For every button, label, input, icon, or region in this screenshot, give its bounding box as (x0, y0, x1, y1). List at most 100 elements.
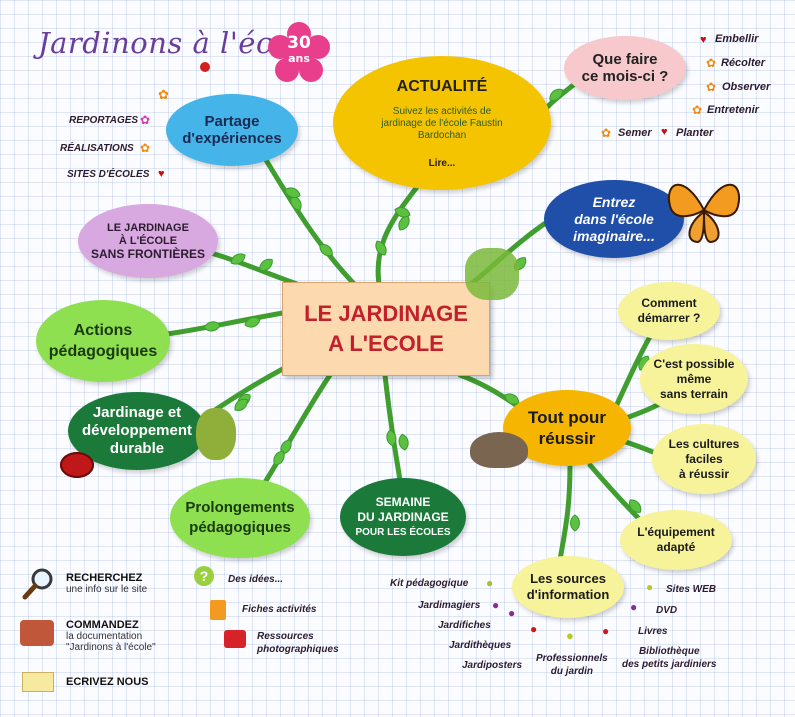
flower-icon: ✿ (706, 80, 717, 94)
grape-icon: ● (508, 606, 516, 620)
apple-icon: ● (602, 624, 610, 638)
photos-line2: photographiques (257, 644, 339, 655)
actualite-read-more-link[interactable]: Lire... (428, 157, 456, 169)
reussir-line1: Tout pour (527, 408, 607, 427)
order-link[interactable]: COMMANDEZ la documentation "Jardinons à … (66, 619, 156, 653)
month-action-recolter[interactable]: Récolter (721, 57, 766, 69)
source-jarditheques[interactable]: Jardithèques (449, 640, 512, 651)
ladybug-icon (200, 62, 210, 72)
cultures-line2: faciles (685, 451, 723, 466)
tulip-icon: ♥ (158, 168, 165, 180)
imaginaire-line1: Entrez (592, 193, 636, 210)
pear-icon: ● (566, 628, 574, 643)
frontieres-bubble[interactable]: LE JARDINAGE À L'ÉCOLE SANS FRONTIÈRES (78, 204, 218, 278)
possible-line2: même (676, 371, 712, 386)
source-jardifiches[interactable]: Jardifiches (438, 620, 491, 631)
semaine-bubble[interactable]: SEMAINE DU JARDINAGE POUR LES ÉCOLES (340, 478, 466, 556)
pear-icon: ● (646, 580, 654, 594)
basket-icon (20, 620, 54, 646)
flower-icon: ✿ (140, 113, 151, 127)
month-action-observer[interactable]: Observer (722, 81, 771, 93)
flower-icon: ✿ (601, 126, 612, 140)
partage-sites-ecoles[interactable]: SITES D'ÉCOLES (67, 169, 150, 180)
imaginaire-line2: dans l'école (574, 210, 654, 227)
actions-line2: pédagogiques (48, 343, 158, 360)
central-title-line2: A L'ECOLE (328, 331, 444, 356)
actualite-bubble[interactable]: ACTUALITÉ Suivez les activités de jardin… (333, 56, 551, 190)
source-bibliotheque[interactable]: Bibliothèque des petits jardiniers (622, 645, 716, 671)
equipement-line2: adapté (656, 540, 696, 554)
sources-line1: Les sources (530, 571, 606, 586)
question-icon: ? (194, 566, 214, 586)
photos-link[interactable]: Ressources photographiques (257, 630, 339, 656)
equipement-bubble[interactable]: L'équipement adapté (620, 510, 732, 570)
partage-bubble[interactable]: Partage d'expériences (166, 94, 298, 166)
grape-icon: ● (630, 600, 638, 614)
month-action-embellir[interactable]: Embellir (715, 33, 759, 45)
month-action-semer[interactable]: Semer (618, 127, 652, 139)
possible-line1: C'est possible (653, 356, 735, 371)
tulip-icon: ♥ (700, 34, 707, 46)
que-faire-line2: ce mois-ci ? (581, 68, 669, 85)
flower-icon: ✿ (692, 103, 703, 117)
comment-bubble[interactable]: Comment démarrer ? (618, 282, 720, 340)
grape-icon: ● (492, 598, 500, 612)
source-professionnels[interactable]: Professionnels du jardin (536, 652, 608, 678)
fiches-link[interactable]: Fiches activités (242, 604, 317, 615)
prolongements-bubble[interactable]: Prolongements pédagogiques (170, 478, 310, 558)
source-jardiposters[interactable]: Jardiposters (462, 660, 523, 671)
frontieres-line2: À L'ÉCOLE (118, 234, 178, 247)
professionnels-line1: Professionnels (536, 653, 608, 664)
frontieres-line3: SANS FRONTIÈRES (90, 246, 205, 261)
cultures-bubble[interactable]: Les cultures faciles à réussir (652, 424, 756, 494)
partage-reportages[interactable]: REPORTAGES (69, 115, 139, 126)
partage-line2: d'expériences (182, 130, 282, 147)
month-action-entretenir[interactable]: Entretenir (707, 104, 759, 116)
actions-bubble[interactable]: Actions pédagogiques (36, 300, 170, 382)
frog-icon (196, 408, 236, 460)
source-livres[interactable]: Livres (638, 626, 668, 637)
que-faire-bubble[interactable]: Que faire ce mois-ci ? (564, 36, 686, 100)
envelope-icon (22, 672, 54, 692)
central-topic[interactable]: LE JARDINAGE A L'ECOLE (282, 282, 490, 376)
cultures-line1: Les cultures (668, 436, 740, 451)
magnifier-icon (22, 568, 53, 600)
frontieres-line1: LE JARDINAGE (107, 221, 189, 234)
order-sub2: "Jardinons à l'école" (66, 642, 156, 653)
order-title: COMMANDEZ (66, 619, 139, 631)
camera-icon (224, 630, 246, 648)
ideas-link[interactable]: Des idées... (228, 574, 284, 585)
bibliotheque-line2: des petits jardiniers (622, 659, 717, 670)
month-action-planter[interactable]: Planter (676, 127, 714, 139)
search-sub: une info sur le site (66, 584, 148, 595)
source-jardimagiers[interactable]: Jardimagiers (418, 600, 481, 611)
partage-realisations[interactable]: RÉALISATIONS (60, 143, 134, 154)
professionnels-line2: du jardin (550, 666, 593, 677)
contact-title: ECRIVEZ NOUS (66, 676, 149, 688)
contact-link[interactable]: ECRIVEZ NOUS (66, 676, 149, 688)
semaine-line2: DU JARDINAGE (357, 509, 449, 524)
durable-line1: Jardinage et (92, 404, 182, 421)
source-kit[interactable]: Kit pédagogique (390, 578, 469, 589)
source-sites-web[interactable]: Sites WEB (666, 584, 717, 595)
bibliotheque-line1: Bibliothèque (638, 646, 700, 657)
flower-icon: ✿ (158, 87, 169, 102)
prolongements-line2: pédagogiques (189, 519, 291, 536)
possible-line3: sans terrain (659, 386, 729, 401)
equipement-line1: L'équipement (637, 525, 715, 539)
que-faire-line1: Que faire (592, 51, 658, 68)
lizard-icon (465, 248, 519, 300)
search-link[interactable]: RECHERCHEZ une info sur le site (66, 572, 147, 595)
document-icon (210, 600, 226, 620)
actualite-text: Suivez les activités de jardinage de l'é… (381, 105, 503, 141)
butterfly-icon (667, 183, 741, 244)
imaginaire-bubble[interactable]: Entrez dans l'école imaginaire... (544, 180, 684, 258)
possible-bubble[interactable]: C'est possible même sans terrain (640, 344, 748, 414)
flower-icon: ✿ (140, 141, 151, 155)
badge-unit: ans (288, 52, 310, 65)
sources-bubble[interactable]: Les sources d'information (512, 556, 624, 618)
tulip-icon: ♥ (661, 126, 668, 138)
source-dvd[interactable]: DVD (656, 605, 678, 616)
prolongements-line1: Prolongements (185, 499, 295, 516)
